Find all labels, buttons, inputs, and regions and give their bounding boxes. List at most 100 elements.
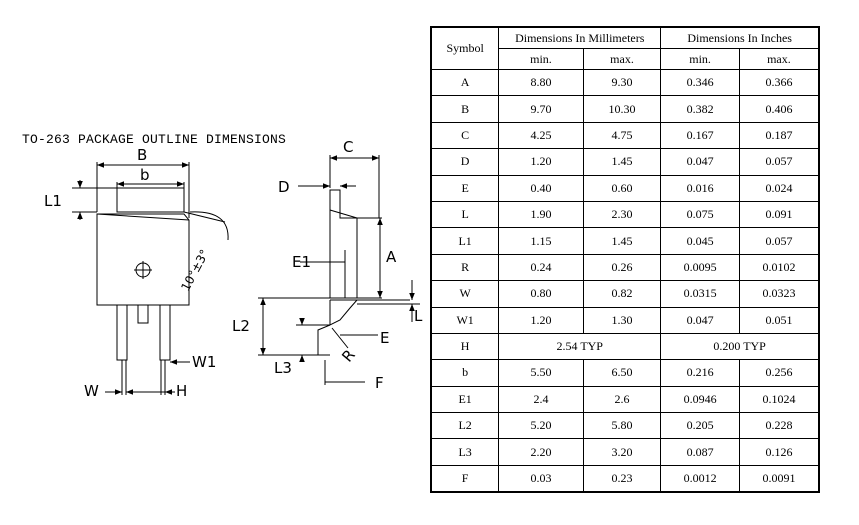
symbol-cell: L2 <box>430 412 500 440</box>
mm-min-cell: 0.24 <box>498 253 584 282</box>
mm-max-cell: 3.20 <box>582 438 662 466</box>
in-max-cell: 0.256 <box>738 359 820 387</box>
mm-max-cell: 0.23 <box>582 464 662 493</box>
mm-typ-cell: 2.54 TYP <box>498 332 662 361</box>
table-row: C 4.25 4.75 0.167 0.187 <box>430 121 820 150</box>
in-min-cell: 0.045 <box>660 227 740 255</box>
label-W: W <box>84 382 99 400</box>
mm-max-cell: 5.80 <box>582 412 662 440</box>
side-lead <box>329 299 358 326</box>
mm-max-cell: 6.50 <box>582 359 662 387</box>
table-row: B 9.70 10.30 0.382 0.406 <box>430 95 820 123</box>
package-outline-drawing: B b L1 10°±3° W1 W H C D E1 A L L2 E L3 … <box>44 138 423 400</box>
mm-min-cell: 1.15 <box>498 227 584 255</box>
mm-max-cell: 4.75 <box>582 121 662 150</box>
in-min-cell: 0.087 <box>660 438 740 466</box>
in-max-cell: 0.051 <box>738 306 820 334</box>
in-min-cell: 0.016 <box>660 174 740 202</box>
mm-max-cell: 1.45 <box>582 227 662 255</box>
label-R: R <box>338 346 358 366</box>
symbol-cell: F <box>430 464 500 493</box>
in-max-cell: 0.0102 <box>738 253 820 282</box>
in-min-cell: 0.0946 <box>660 385 740 414</box>
label-angle: 10°±3° <box>178 247 211 293</box>
mm-min-cell: 1.20 <box>498 148 584 176</box>
header-symbol: Symbol <box>430 26 500 70</box>
in-typ-cell: 0.200 TYP <box>660 332 820 361</box>
subheader-in-min: min. <box>660 48 740 70</box>
label-E: E <box>380 329 389 347</box>
header-millimeters: Dimensions In Millimeters <box>498 26 662 49</box>
label-b: b <box>140 166 150 184</box>
mm-max-cell: 1.45 <box>582 148 662 176</box>
mm-min-cell: 0.80 <box>498 280 584 308</box>
subheader-mm-max: max. <box>582 48 662 70</box>
in-max-cell: 0.406 <box>738 95 820 123</box>
table-row: A 8.80 9.30 0.346 0.366 <box>430 68 820 97</box>
mm-min-cell: 0.03 <box>498 464 584 493</box>
symbol-cell: R <box>430 253 500 282</box>
label-B: B <box>137 146 147 164</box>
symbol-cell: L <box>430 200 500 229</box>
table-row: L3 2.20 3.20 0.087 0.126 <box>430 438 820 466</box>
subheader-mm-min: min. <box>498 48 584 70</box>
mm-min-cell: 9.70 <box>498 95 584 123</box>
subheader-in-max: max. <box>738 48 820 70</box>
in-min-cell: 0.0315 <box>660 280 740 308</box>
table-row: L 1.90 2.30 0.075 0.091 <box>430 200 820 229</box>
symbol-cell: D <box>430 148 500 176</box>
mm-min-cell: 4.25 <box>498 121 584 150</box>
in-max-cell: 0.366 <box>738 68 820 97</box>
mm-min-cell: 1.90 <box>498 200 584 229</box>
mm-max-cell: 0.26 <box>582 253 662 282</box>
in-max-cell: 0.228 <box>738 412 820 440</box>
mm-max-cell: 1.30 <box>582 306 662 334</box>
in-max-cell: 0.1024 <box>738 385 820 414</box>
mm-min-cell: 5.20 <box>498 412 584 440</box>
table-row: L2 5.20 5.80 0.205 0.228 <box>430 412 820 440</box>
in-max-cell: 0.187 <box>738 121 820 150</box>
in-max-cell: 0.091 <box>738 200 820 229</box>
in-max-cell: 0.126 <box>738 438 820 466</box>
in-max-cell: 0.024 <box>738 174 820 202</box>
mm-min-cell: 1.20 <box>498 306 584 334</box>
mm-max-cell: 9.30 <box>582 68 662 97</box>
label-F: F <box>375 374 384 392</box>
lead-left <box>116 304 128 361</box>
symbol-cell: H <box>430 332 500 361</box>
mm-min-cell: 0.40 <box>498 174 584 202</box>
in-max-cell: 0.057 <box>738 227 820 255</box>
symbol-cell: L1 <box>430 227 500 255</box>
in-min-cell: 0.0012 <box>660 464 740 493</box>
front-body <box>96 213 190 306</box>
label-W1: W1 <box>192 353 216 371</box>
symbol-cell: E1 <box>430 385 500 414</box>
mm-min-cell: 2.20 <box>498 438 584 466</box>
symbol-cell: E <box>430 174 500 202</box>
label-E1: E1 <box>292 253 311 271</box>
label-H: H <box>176 382 187 400</box>
label-A: A <box>386 248 397 266</box>
mm-min-cell: 8.80 <box>498 68 584 97</box>
in-min-cell: 0.047 <box>660 306 740 334</box>
table-row: D 1.20 1.45 0.047 0.057 <box>430 148 820 176</box>
in-min-cell: 0.205 <box>660 412 740 440</box>
table-row: L1 1.15 1.45 0.045 0.057 <box>430 227 820 255</box>
symbol-cell: L3 <box>430 438 500 466</box>
symbol-cell: C <box>430 121 500 150</box>
side-body <box>329 189 358 299</box>
label-L: L <box>414 307 423 325</box>
table-row: E 0.40 0.60 0.016 0.024 <box>430 174 820 202</box>
lead-right <box>159 304 171 361</box>
table-row: R 0.24 0.26 0.0095 0.0102 <box>430 253 820 282</box>
table-row: E1 2.4 2.6 0.0946 0.1024 <box>430 385 820 414</box>
label-D: D <box>278 178 290 196</box>
mm-max-cell: 10.30 <box>582 95 662 123</box>
in-min-cell: 0.346 <box>660 68 740 97</box>
in-min-cell: 0.0095 <box>660 253 740 282</box>
symbol-cell: W <box>430 280 500 308</box>
front-tab <box>116 187 185 213</box>
label-C: C <box>343 138 353 156</box>
table-row: b 5.50 6.50 0.216 0.256 <box>430 359 820 387</box>
label-L1: L1 <box>44 192 62 210</box>
